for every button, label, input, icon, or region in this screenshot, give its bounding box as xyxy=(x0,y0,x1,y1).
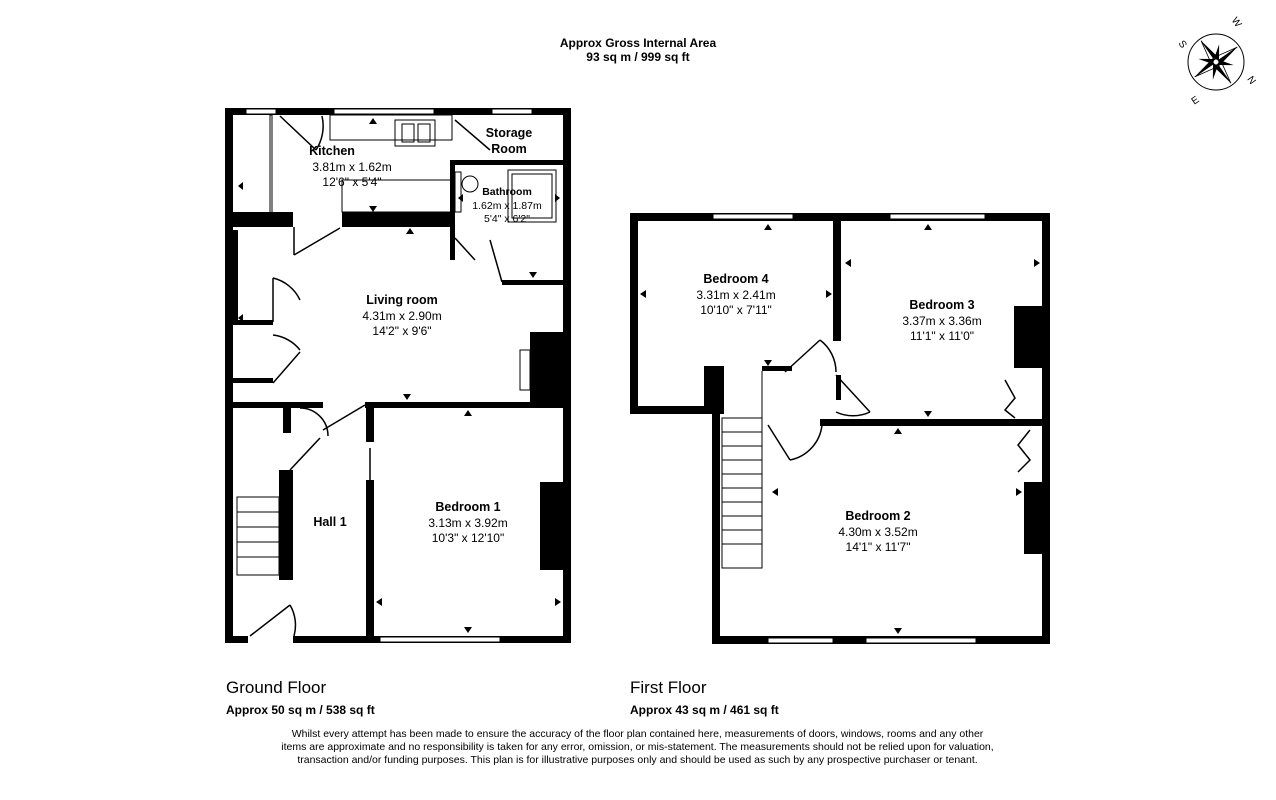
bedroom3-metric: 3.37m x 3.36m xyxy=(902,314,981,328)
ground-floor-plan xyxy=(225,108,571,644)
first-floor-plan xyxy=(630,213,1050,644)
bedroom4-metric: 3.31m x 2.41m xyxy=(696,288,775,302)
window xyxy=(245,108,533,643)
compass-s: S xyxy=(1176,39,1189,51)
ground-floor-area: Approx 50 sq m / 538 sq ft xyxy=(226,703,375,717)
living-room-metric: 4.31m x 2.90m xyxy=(362,309,441,323)
door xyxy=(249,115,503,637)
kitchen-imperial: 12'6" x 5'4" xyxy=(322,175,381,189)
compass-rose-icon: N E S W xyxy=(1176,16,1258,108)
bedroom4-imperial: 10'10" x 7'11" xyxy=(700,303,772,317)
door xyxy=(767,339,1032,473)
first-floor-area: Approx 43 sq m / 461 sq ft xyxy=(630,703,779,717)
storage-name-line2: Room xyxy=(491,142,526,156)
disclaimer-text: Whilst every attempt has been made to en… xyxy=(281,728,994,766)
bathroom-name: Bathroom xyxy=(482,186,532,198)
compass-n: N xyxy=(1244,74,1257,86)
stairs xyxy=(236,496,280,576)
bedroom4-name: Bedroom 4 xyxy=(703,272,768,286)
bedroom1-metric: 3.13m x 3.92m xyxy=(428,516,507,530)
gross-area-value: 93 sq m / 999 sq ft xyxy=(586,50,690,64)
bedroom1-name: Bedroom 1 xyxy=(435,500,500,514)
window xyxy=(712,213,986,644)
living-room-name: Living room xyxy=(366,293,438,307)
stairs xyxy=(721,371,763,569)
bathroom-imperial: 5'4" x 6'2" xyxy=(484,213,530,225)
ground-floor-title: Ground Floor xyxy=(226,678,327,697)
bathroom-metric: 1.62m x 1.87m xyxy=(472,200,542,212)
storage-name-line1: Storage xyxy=(486,126,533,140)
living-room-imperial: 14'2" x 9'6" xyxy=(372,324,431,338)
bedroom2-metric: 4.30m x 3.52m xyxy=(838,525,917,539)
kitchen-metric: 3.81m x 1.62m xyxy=(312,160,391,174)
hall-name: Hall 1 xyxy=(313,515,346,529)
first-floor-title: First Floor xyxy=(630,678,707,697)
gross-area-title: Approx Gross Internal Area xyxy=(559,36,717,50)
bedroom2-name: Bedroom 2 xyxy=(845,509,910,523)
bedroom3-name: Bedroom 3 xyxy=(909,298,974,312)
compass-w: W xyxy=(1229,16,1244,31)
bedroom3-imperial: 11'1" x 11'0" xyxy=(910,329,974,343)
bedroom2-imperial: 14'1" x 11'7" xyxy=(846,540,911,554)
compass-e: E xyxy=(1190,94,1202,107)
bedroom1-imperial: 10'3" x 12'10" xyxy=(432,531,505,545)
kitchen-name: Kitchen xyxy=(309,144,355,158)
